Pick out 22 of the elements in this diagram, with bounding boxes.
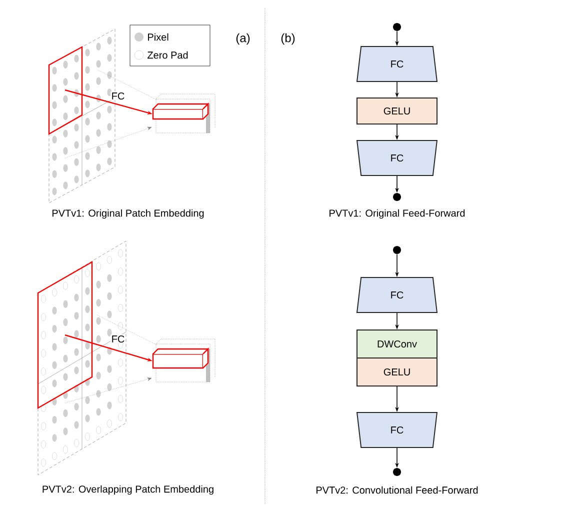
legend-label: Zero Pad (148, 51, 188, 59)
activation-box: GELU (356, 358, 438, 386)
caption: PVTv1: Original Patch Embedding (52, 209, 204, 219)
patch-grid-drawing (37, 240, 126, 476)
panel-label: (a) (236, 33, 250, 45)
arrow (64, 378, 152, 404)
caption: PVTv2: Convolutional Feed-Forward (316, 486, 478, 494)
edge-label: FC (112, 92, 124, 100)
activation-box: GELU (356, 98, 438, 124)
edge-label: FC (112, 335, 124, 343)
terminal-dot (393, 246, 401, 254)
arrow (64, 126, 152, 158)
terminal-dot (393, 23, 401, 31)
panel-label: (b) (281, 33, 295, 45)
activation-box: DWConv (356, 330, 438, 358)
terminal-dot (393, 193, 401, 201)
connector-line (96, 314, 158, 346)
caption: PVTv1: Original Feed-Forward (330, 209, 465, 219)
terminal-dot (393, 468, 401, 476)
caption: PVTv2: Overlapping Patch Embedding (42, 485, 214, 495)
legend-label: Pixel (148, 33, 168, 41)
connector-line (98, 70, 158, 100)
